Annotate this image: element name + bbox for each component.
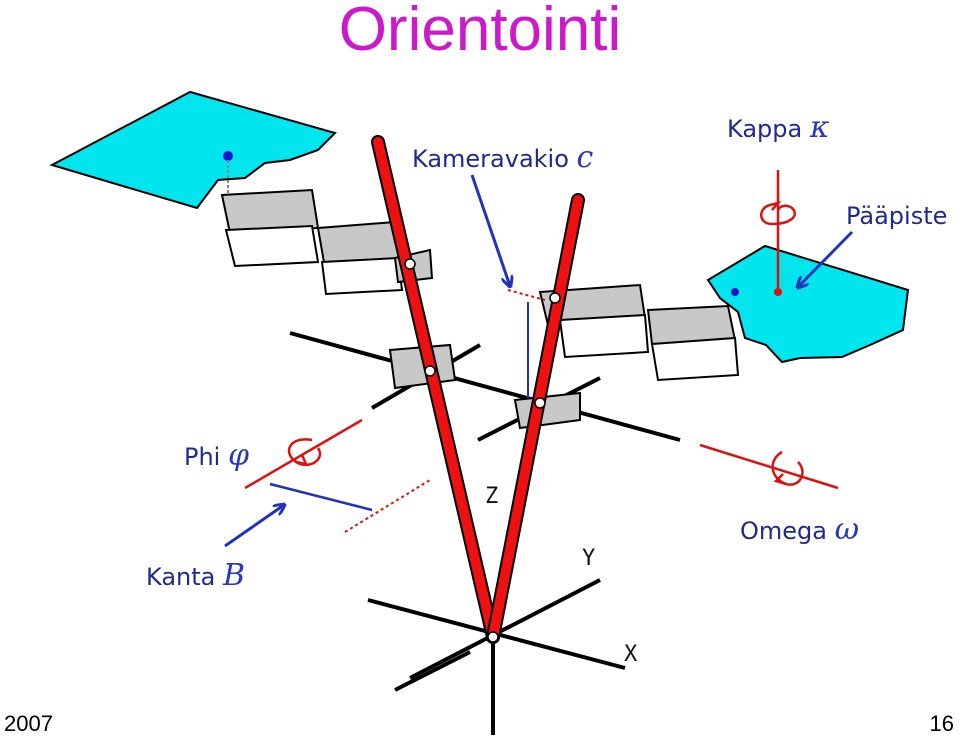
kappa-label: Kappa κ <box>727 110 830 145</box>
base-line <box>269 482 373 512</box>
base-symbol: B <box>223 558 246 593</box>
base-label: Kanta B <box>146 558 245 593</box>
kappa-symbol: κ <box>809 110 830 145</box>
axis-label-y: Y <box>582 546 596 571</box>
rotation-axes <box>244 170 839 490</box>
pointer-arrows <box>224 174 854 548</box>
principal-point-label: Pääpiste <box>846 202 947 230</box>
principal-point-arrow <box>798 230 854 287</box>
kappa-text: Kappa <box>727 115 803 143</box>
omega-label: Omega ω <box>740 512 859 547</box>
footer-year: 2007 <box>4 711 53 736</box>
camera-constant-arrow <box>470 174 510 286</box>
omega-text: Omega <box>740 517 827 545</box>
omega-axis <box>699 443 839 490</box>
kappa-rotation-icon <box>760 203 797 226</box>
base-arrow <box>224 505 284 548</box>
ground-axis-line <box>394 650 471 692</box>
left-photo-plane <box>49 90 337 210</box>
right-gimbal-arms <box>538 283 740 382</box>
ground-axis-line <box>409 578 601 680</box>
page-number: 16 <box>929 711 954 736</box>
upper-axis-line <box>289 331 681 442</box>
camera-constant-label: Kameravakio c <box>412 140 593 175</box>
phi-axis <box>244 418 363 490</box>
base-text: Kanta <box>146 563 216 591</box>
left-gimbal-arms <box>220 188 581 430</box>
phi-label: Phi φ <box>184 438 249 473</box>
slide-title: Orientointi <box>338 0 622 64</box>
axis-label-z: Z <box>485 484 499 509</box>
right-photo-point <box>731 288 739 296</box>
camera-rods <box>371 135 585 644</box>
principal-point-text: Pääpiste <box>846 202 948 230</box>
omega-symbol: ω <box>834 512 860 547</box>
camera-constant-symbol: c <box>576 140 594 175</box>
camera-constant-text: Kameravakio <box>412 145 569 173</box>
axis-label-x: X <box>624 642 638 667</box>
right-photo-plane <box>706 244 910 364</box>
phi-text: Phi <box>184 443 221 471</box>
phi-symbol: φ <box>228 438 250 473</box>
left-photo-point <box>223 151 233 161</box>
